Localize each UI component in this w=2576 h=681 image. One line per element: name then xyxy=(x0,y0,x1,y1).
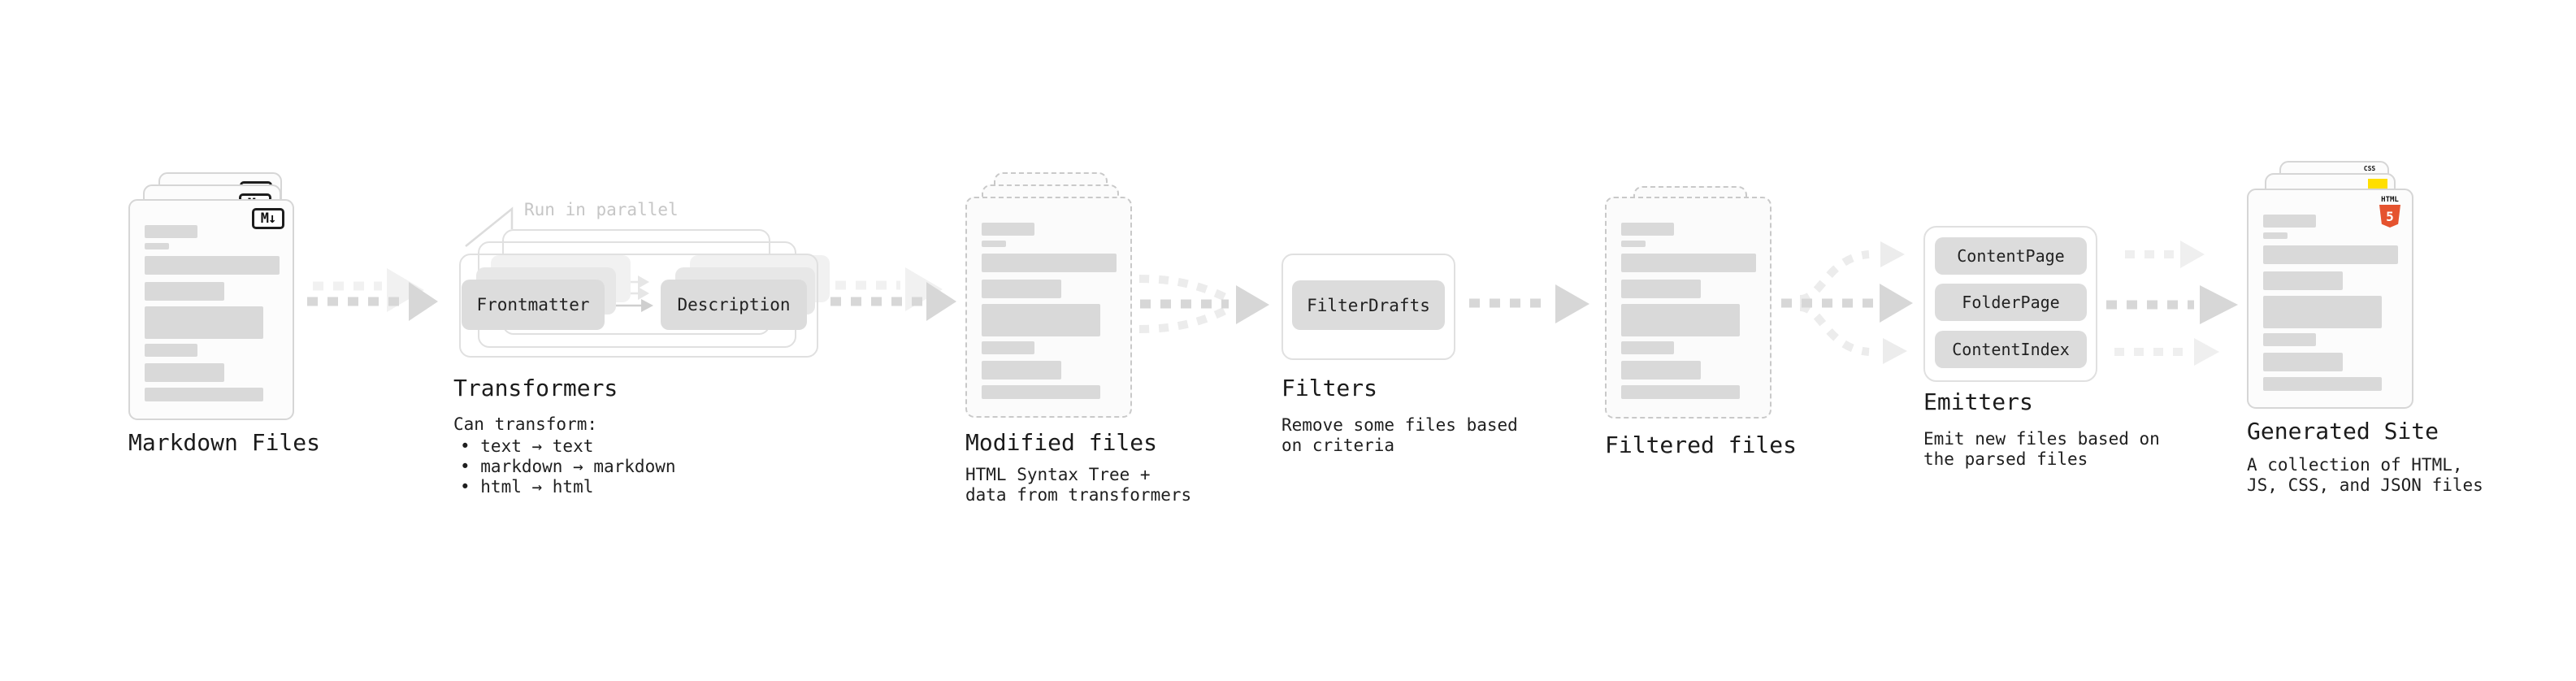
arrow-emitters-to-site xyxy=(2106,241,2238,366)
emitters-label: Emitters xyxy=(1923,388,2033,415)
contentindex-pill: ContentIndex xyxy=(1935,331,2087,368)
frontmatter-pill: Frontmatter xyxy=(462,280,605,330)
emitters-description: Emit new files based on xyxy=(1923,429,2160,449)
transformers-bullet: • html → html xyxy=(460,477,594,497)
markdown-files-label: Markdown Files xyxy=(128,429,321,456)
arrow-transformers-to-modified xyxy=(830,267,956,321)
filters-description: Remove some files based xyxy=(1281,415,1518,435)
markdown-icon: M↓ xyxy=(252,208,284,229)
markdown-doc-card-front: M↓ xyxy=(128,199,294,420)
site-doc-card-front: HTML 5 xyxy=(2247,189,2413,409)
transformers-label: Transformers xyxy=(453,375,618,401)
folderpage-pill: FolderPage xyxy=(1935,284,2087,321)
generated-site-description: A collection of HTML, xyxy=(2247,455,2463,475)
arrow-markdown-to-transformers xyxy=(307,268,438,321)
description-pill: Description xyxy=(661,280,807,330)
transformer-frame-front xyxy=(459,254,818,358)
transformers-bullet: • markdown → markdown xyxy=(460,457,676,476)
modified-doc-card-front xyxy=(965,197,1132,418)
transformers-subtitle: Can transform: xyxy=(453,414,598,434)
filtered-files-label: Filtered files xyxy=(1605,432,1798,458)
filters-description: on criteria xyxy=(1281,436,1395,455)
html5-icon: HTML 5 xyxy=(2378,196,2402,228)
emitters-frame xyxy=(1923,226,2097,382)
generated-site-description: JS, CSS, and JSON files xyxy=(2247,475,2483,495)
javascript-icon xyxy=(2368,179,2387,189)
arrow-filtered-to-emitters-fanout xyxy=(1781,241,1913,364)
filters-label: Filters xyxy=(1281,375,1378,401)
modified-files-label: Modified files xyxy=(965,429,1158,456)
generated-site-label: Generated Site xyxy=(2247,418,2439,445)
transformers-bullet: • text → text xyxy=(460,436,594,456)
filterdrafts-pill: FilterDrafts xyxy=(1292,280,1445,330)
arrow-filters-to-filtered xyxy=(1469,284,1589,323)
arrow-modified-to-filters-merge xyxy=(1138,275,1269,333)
modified-files-description: HTML Syntax Tree + xyxy=(965,465,1151,484)
contentpage-pill: ContentPage xyxy=(1935,237,2087,275)
emitters-description: the parsed files xyxy=(1923,449,2088,469)
modified-files-description: data from transformers xyxy=(965,485,1192,505)
filters-frame xyxy=(1281,254,1455,360)
run-in-parallel-leader-line xyxy=(465,206,514,247)
run-in-parallel-annotation: Run in parallel xyxy=(524,200,679,219)
filtered-doc-card-front xyxy=(1605,197,1772,419)
